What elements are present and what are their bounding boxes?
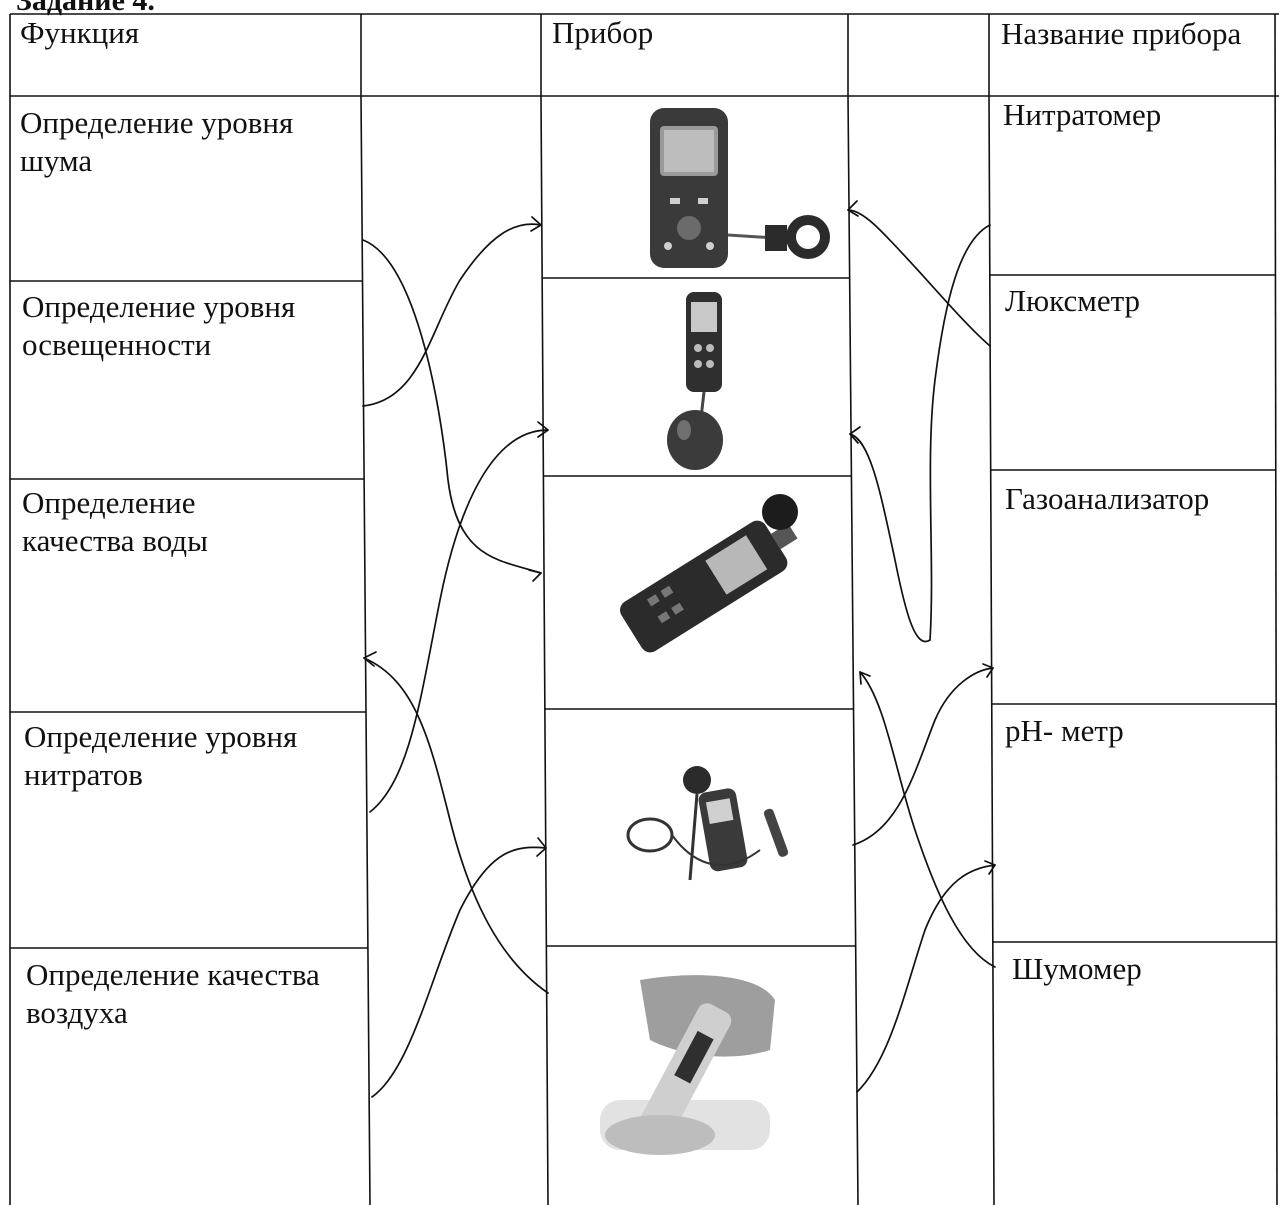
header-device-name: Название прибора xyxy=(1001,16,1242,51)
match-line-nitrate xyxy=(369,429,549,813)
header-function: Функция xyxy=(20,15,140,50)
match-line-water xyxy=(363,657,549,994)
sound-level-meter-device-icon xyxy=(620,494,798,653)
gas-analyzer-device-icon xyxy=(626,766,789,881)
task-heading: Задание 4. xyxy=(16,0,155,17)
header-device: Прибор xyxy=(552,15,654,50)
light-meter-device-icon xyxy=(650,108,830,268)
function-cell-water: Определение качества воды xyxy=(22,485,208,558)
table-borders xyxy=(9,13,1279,1205)
function-cell-nitrates: Определение уровня нитратов xyxy=(24,719,298,792)
match-line-gas-analyzer xyxy=(852,667,994,846)
handwritten-matching-lines xyxy=(362,200,996,1098)
device-name-sound-meter: Шумомер xyxy=(1012,951,1142,986)
match-line-nitratometer xyxy=(849,224,991,643)
device-name-nitratometer: Нитратомер xyxy=(1003,97,1162,132)
match-line-ph-meter xyxy=(856,864,996,1093)
match-line-light xyxy=(362,223,542,407)
ph-meter-device-icon xyxy=(600,975,775,1155)
device-name-gas-analyzer: Газоанализатор xyxy=(1005,481,1210,516)
device-name-luxmeter: Люксметр xyxy=(1005,283,1141,318)
match-line-noise xyxy=(362,239,542,574)
match-line-sound-meter xyxy=(859,671,996,968)
nitrate-meter-device-icon xyxy=(667,292,723,470)
function-cell-light: Определение уровня освещенности xyxy=(22,289,296,362)
function-cell-air: Определение качества воздуха xyxy=(26,957,320,1030)
device-name-ph-meter: pH- метр xyxy=(1005,713,1124,748)
function-cell-noise: Определение уровня шума xyxy=(20,105,294,178)
match-line-luxmeter xyxy=(847,209,991,347)
match-line-air xyxy=(371,846,547,1098)
